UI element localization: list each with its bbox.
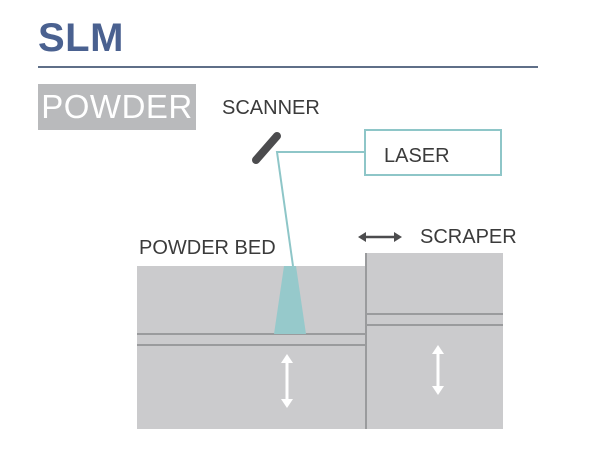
diagram-title: SLM	[38, 16, 124, 60]
double-arrow-vertical-icon-right	[432, 345, 444, 395]
double-arrow-vertical-icon	[281, 354, 293, 408]
title-underline	[38, 66, 538, 68]
scanner-label: SCANNER	[222, 97, 320, 119]
powder-bed-label: POWDER BED	[139, 237, 276, 259]
scraper-block	[365, 253, 503, 429]
powder-bed	[137, 266, 365, 429]
laser-label: LASER	[384, 145, 450, 167]
scraper-label: SCRAPER	[420, 226, 517, 248]
powder-badge: POWDER	[38, 84, 196, 130]
laser-beam-path	[275, 151, 364, 267]
laser-melt-cone	[274, 266, 306, 334]
double-arrow-horizontal-icon	[358, 232, 402, 242]
laser-box	[364, 129, 502, 176]
scanner-mirror-icon	[252, 132, 281, 164]
